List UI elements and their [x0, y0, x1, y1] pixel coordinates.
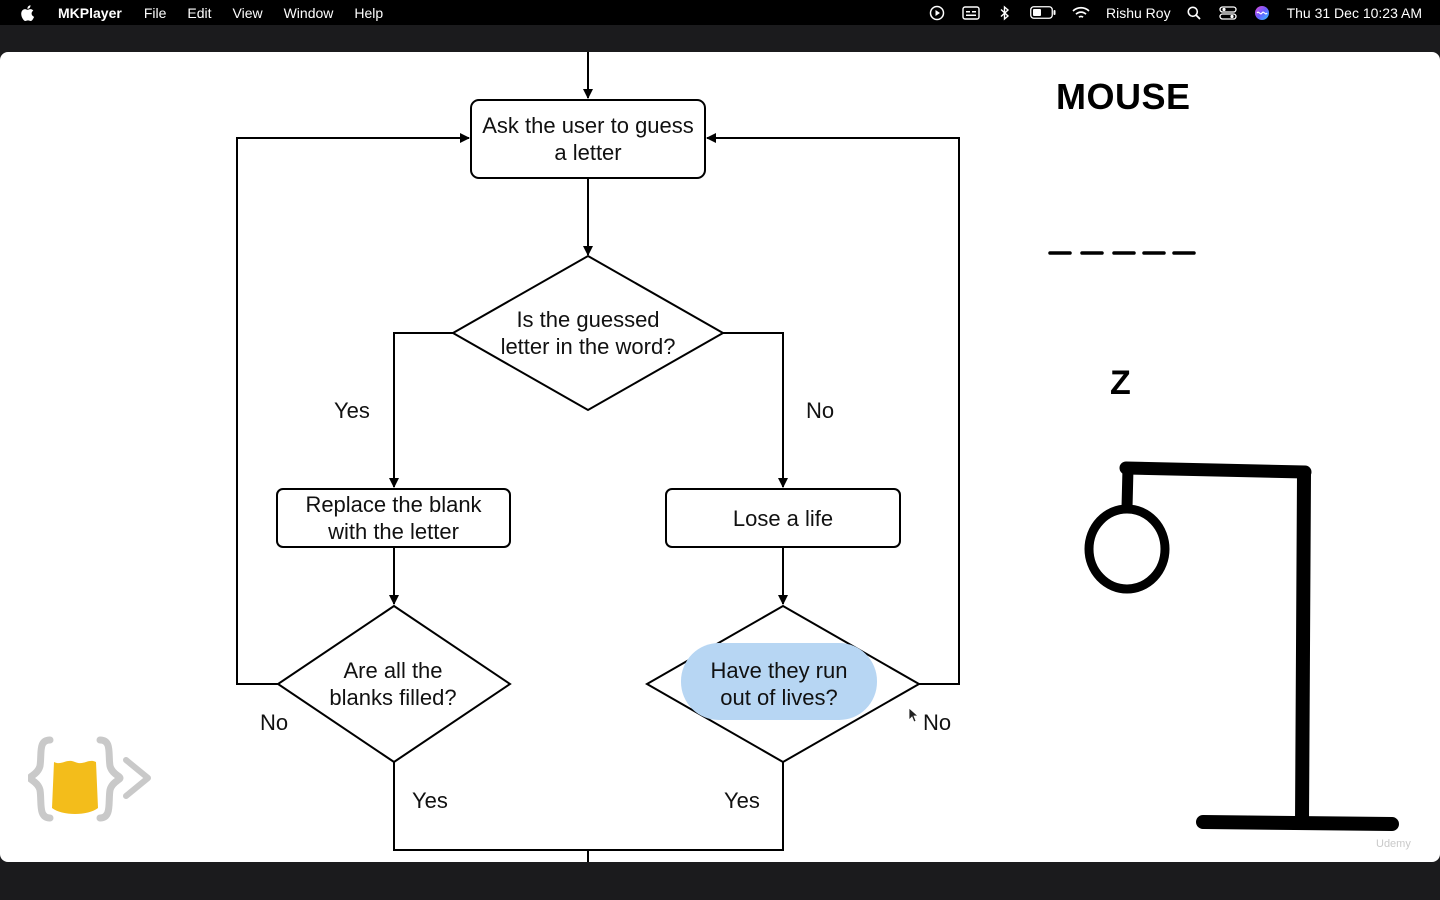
flowchart-diagram — [236, 52, 1399, 862]
decision-blanks-label: Are all the blanks filled? — [329, 658, 457, 710]
bluetooth-icon[interactable] — [996, 4, 1014, 21]
no-lives-label: No — [923, 710, 952, 735]
wifi-icon[interactable] — [1072, 5, 1090, 21]
apple-menu-icon[interactable] — [20, 4, 38, 22]
yes-blanks-label: Yes — [412, 788, 448, 813]
yes-left-label: Yes — [334, 398, 370, 423]
video-player-window[interactable]: Ask the user to guess a letter Is the gu… — [0, 52, 1440, 862]
menu-bar: MKPlayer File Edit View Window Help Rish… — [0, 0, 1440, 25]
start-box-label: Ask the user to guess a letter — [482, 113, 694, 165]
menu-window[interactable]: Window — [283, 4, 334, 21]
app-menu-mkplayer[interactable]: MKPlayer — [58, 4, 122, 21]
no-right-label: No — [806, 398, 835, 423]
menu-view[interactable]: View — [232, 4, 263, 21]
replace-box-label: Replace the blank with the letter — [305, 492, 482, 544]
decision-letter-shape — [450, 254, 726, 412]
menubar-clock[interactable]: Thu 31 Dec 10:23 AM — [1286, 4, 1422, 21]
menu-edit[interactable]: Edit — [187, 4, 212, 21]
no-blanks-label: No — [260, 710, 289, 735]
menu-file[interactable]: File — [143, 4, 167, 21]
yes-lives-label: Yes — [724, 788, 760, 813]
decision-letter-label: Is the guessed letter in the word? — [500, 307, 676, 359]
mouse-cursor-icon — [908, 707, 918, 723]
hangman-gallows-drawing — [1084, 461, 1399, 831]
subtitles-icon[interactable] — [962, 5, 980, 21]
guessed-letter: Z — [1110, 364, 1131, 402]
lose-life-box-label: Lose a life — [732, 505, 834, 531]
course-logo-icon — [28, 736, 151, 822]
siri-icon[interactable] — [1253, 5, 1271, 21]
control-center-icon[interactable] — [1218, 5, 1237, 21]
play-icon[interactable] — [928, 5, 946, 21]
search-icon[interactable] — [1185, 5, 1203, 21]
user-name[interactable]: Rishu Roy — [1105, 4, 1171, 21]
udemy-watermark: Udemy — [1376, 838, 1411, 850]
battery-icon[interactable] — [1030, 5, 1056, 21]
highlight-marker — [681, 643, 877, 720]
menu-help[interactable]: Help — [354, 4, 384, 21]
decision-lives-label: Have they run out of lives? — [710, 658, 848, 710]
secret-word: MOUSE — [1056, 76, 1191, 117]
